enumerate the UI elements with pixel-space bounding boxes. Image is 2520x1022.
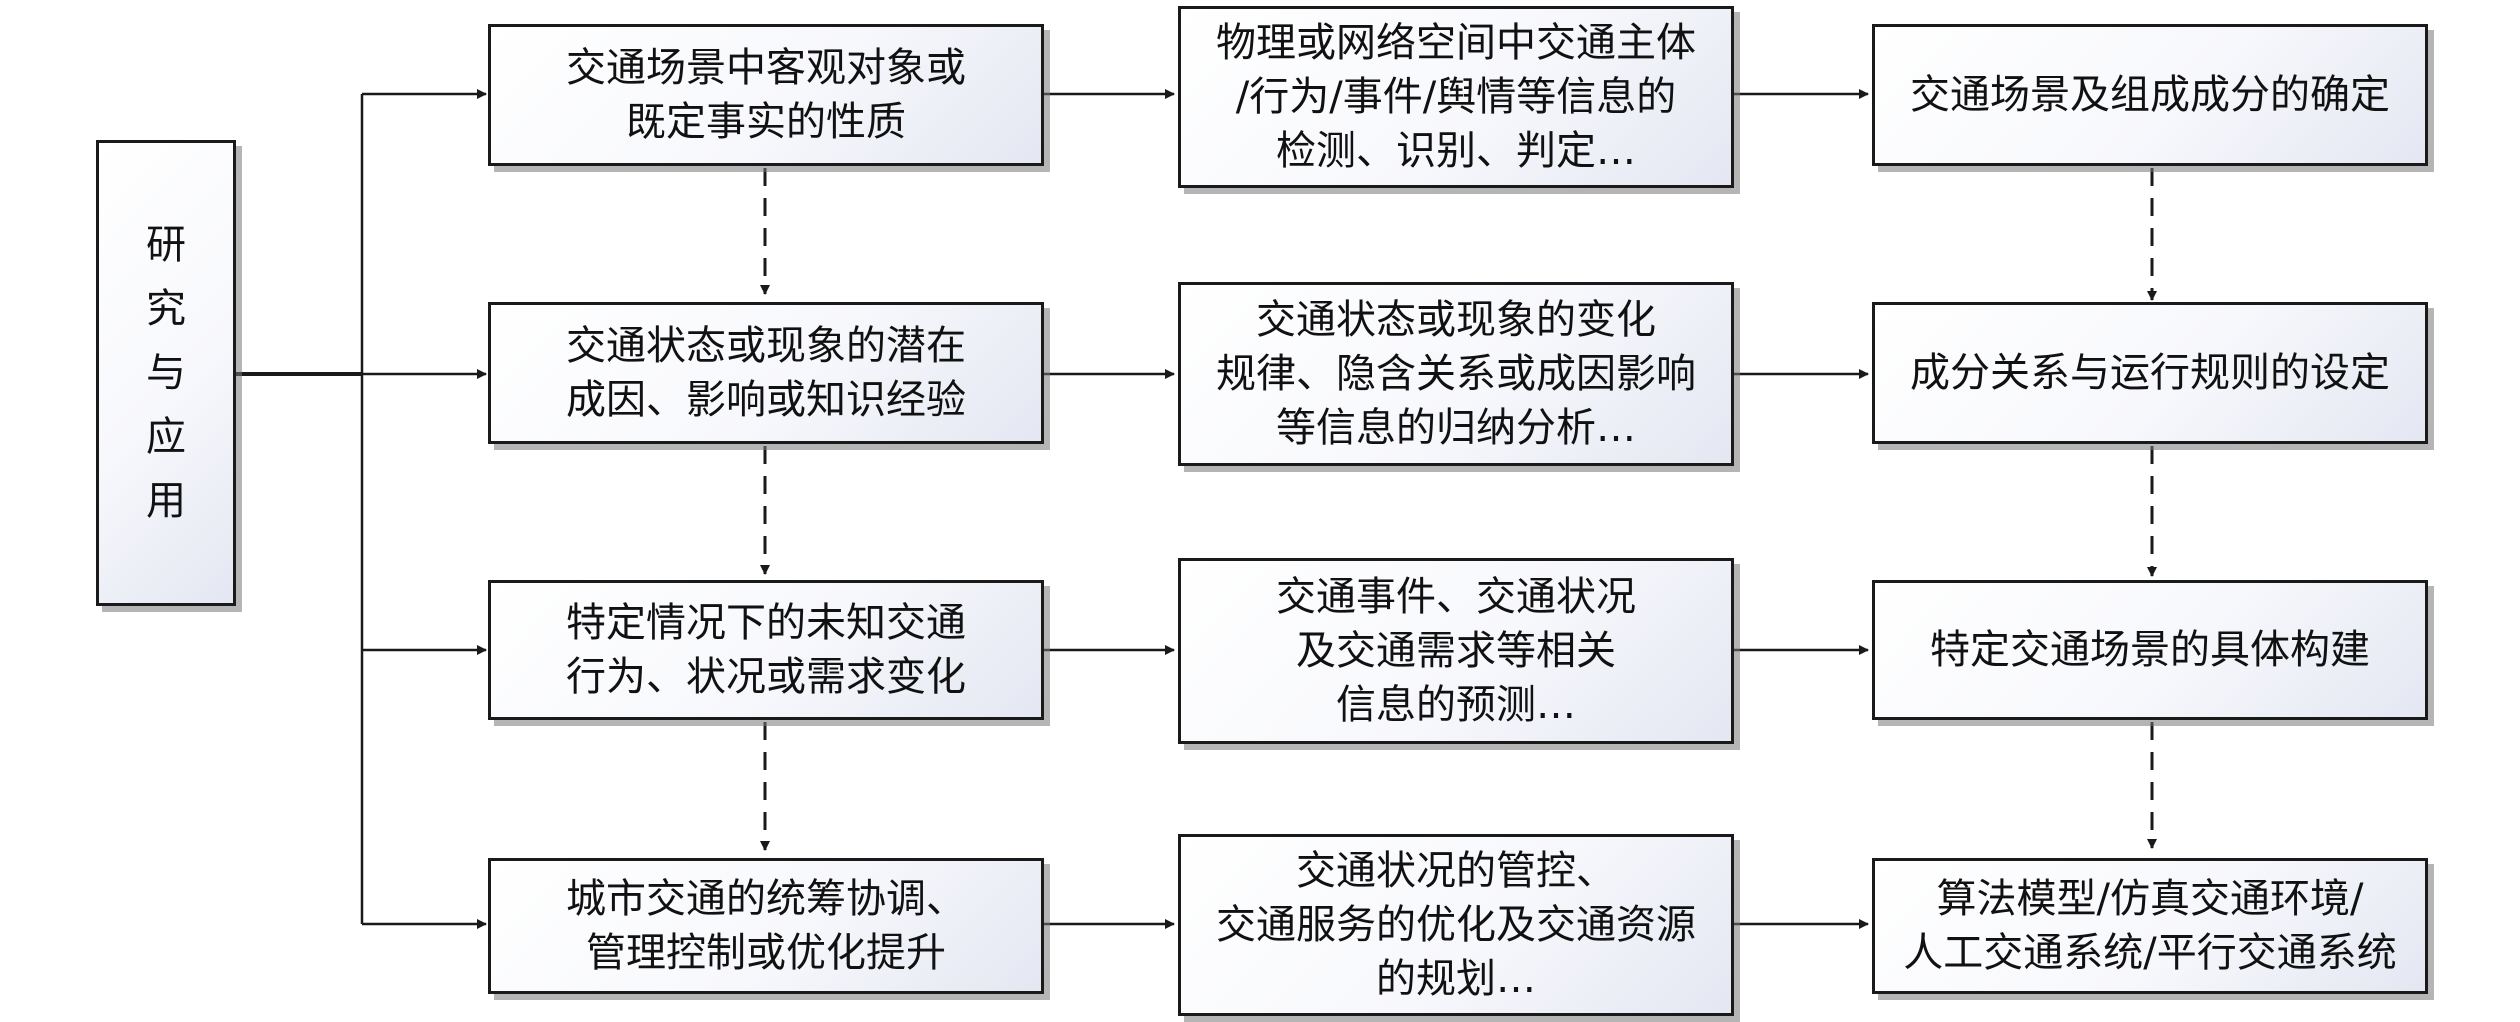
object-node-2: 交通状态或现象的潜在 成因、影响或知识经验 [488,302,1044,444]
root-label: 研 究 与 应 用 [146,222,186,524]
task-node-4-label: 交通状况的管控、 交通服务的优化及交通资源 的规划… [1216,848,1696,1002]
task-node-4: 交通状况的管控、 交通服务的优化及交通资源 的规划… [1178,834,1734,1016]
task-node-3: 交通事件、交通状况 及交通需求等相关 信息的预测… [1178,558,1734,744]
object-node-3-label: 特定情况下的未知交通 行为、状况或需求变化 [566,600,966,700]
root-node: 研 究 与 应 用 [96,140,236,606]
object-node-2-label: 交通状态或现象的潜在 成因、影响或知识经验 [566,323,966,423]
scene-node-2: 成分关系与运行规则的设定 [1872,302,2428,444]
scene-node-2-label: 成分关系与运行规则的设定 [1910,350,2390,396]
object-node-4-label: 城市交通的统筹协调、 管理控制或优化提升 [566,876,966,976]
task-node-1-label: 物理或网络空间中交通主体 /行为/事件/舆情等信息的 检测、识别、判定… [1216,20,1696,174]
scene-node-1-label: 交通场景及组成成分的确定 [1910,72,2390,118]
object-node-1: 交通场景中客观对象或 既定事实的性质 [488,24,1044,166]
object-node-3: 特定情况下的未知交通 行为、状况或需求变化 [488,580,1044,720]
object-node-1-label: 交通场景中客观对象或 既定事实的性质 [566,45,966,145]
scene-node-4-label: 算法模型/仿真交通环境/ 人工交通系统/平行交通系统 [1903,876,2397,976]
task-node-3-label: 交通事件、交通状况 及交通需求等相关 信息的预测… [1276,574,1636,728]
task-node-2: 交通状态或现象的变化 规律、隐含关系或成因影响 等信息的归纳分析… [1178,282,1734,466]
scene-node-1: 交通场景及组成成分的确定 [1872,24,2428,166]
scene-node-3-label: 特定交通场景的具体构建 [1930,627,2370,673]
scene-node-3: 特定交通场景的具体构建 [1872,580,2428,720]
scene-node-4: 算法模型/仿真交通环境/ 人工交通系统/平行交通系统 [1872,858,2428,994]
object-node-4: 城市交通的统筹协调、 管理控制或优化提升 [488,858,1044,994]
task-node-1: 物理或网络空间中交通主体 /行为/事件/舆情等信息的 检测、识别、判定… [1178,6,1734,188]
task-node-2-label: 交通状态或现象的变化 规律、隐含关系或成因影响 等信息的归纳分析… [1216,297,1696,451]
